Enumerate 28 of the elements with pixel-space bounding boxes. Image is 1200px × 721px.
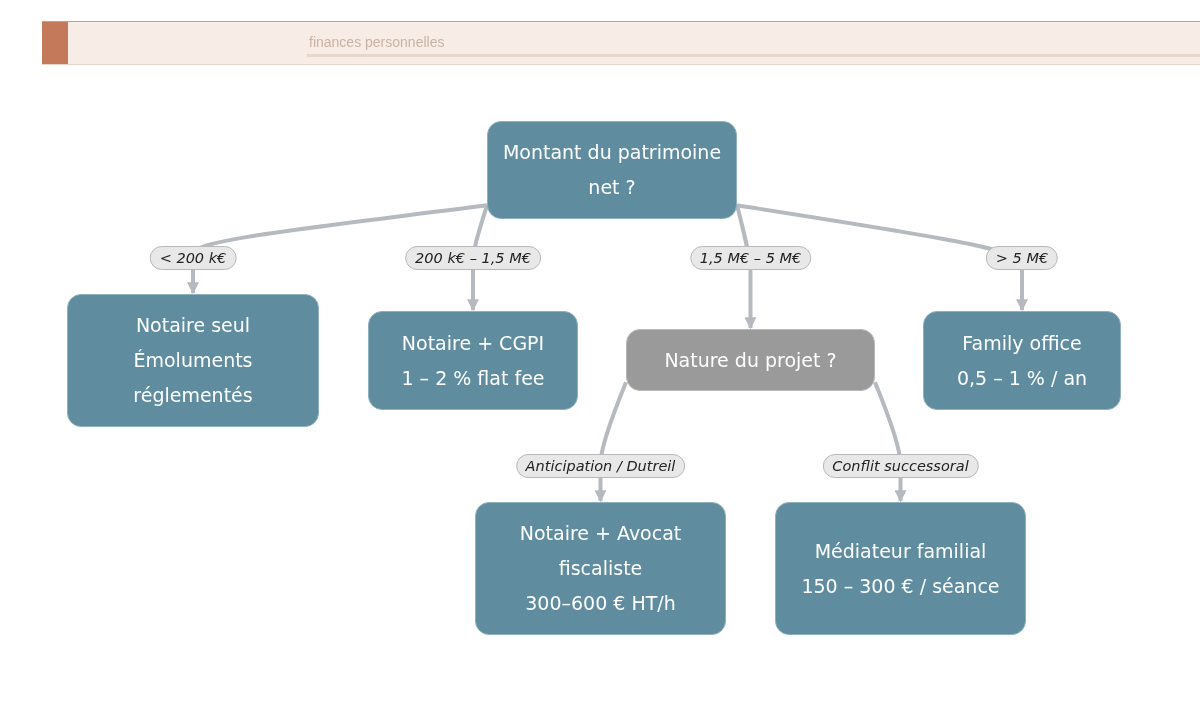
arrow: [736, 203, 1028, 312]
node-text: 300–600 € HT/h: [525, 591, 676, 616]
node-text: 0,5 – 1 % / an: [956, 365, 1088, 391]
node-text: Montant du patrimoine net ?: [502, 140, 722, 200]
process-box: [67, 294, 319, 427]
process-box: [368, 311, 578, 410]
edge-label: < 200 k€: [149, 246, 237, 270]
process-box: [923, 311, 1121, 410]
node-text: Médiateur familial: [814, 538, 987, 564]
edge-label: 200 k€ – 1,5 M€: [405, 246, 541, 270]
node-text: Family office: [962, 330, 1082, 356]
edge-label: Conflit successoral: [822, 454, 979, 478]
header-tagline: finances personnelles: [309, 34, 445, 50]
decision-box: [626, 329, 875, 391]
process-box: [487, 121, 737, 219]
arrow: [187, 203, 488, 295]
node-text: Notaire + CGPI: [401, 330, 545, 356]
process-box: [475, 502, 726, 635]
edge-label: > 5 M€: [985, 246, 1059, 270]
edge-label: Anticipation / Dutreil: [515, 454, 686, 478]
process-box: [775, 502, 1026, 635]
node-text: Émoluments réglementés: [132, 348, 254, 408]
edge-label: 1,5 M€ – 5 M€: [689, 246, 812, 270]
node-text: Notaire + Avocat fiscaliste: [518, 521, 683, 581]
node-text: Nature du projet ?: [664, 347, 837, 373]
node-text: 150 – 300 € / séance: [801, 573, 1000, 599]
node-text: 1 – 2 % flat fee: [401, 365, 545, 391]
node-text: Notaire seul: [135, 313, 251, 338]
